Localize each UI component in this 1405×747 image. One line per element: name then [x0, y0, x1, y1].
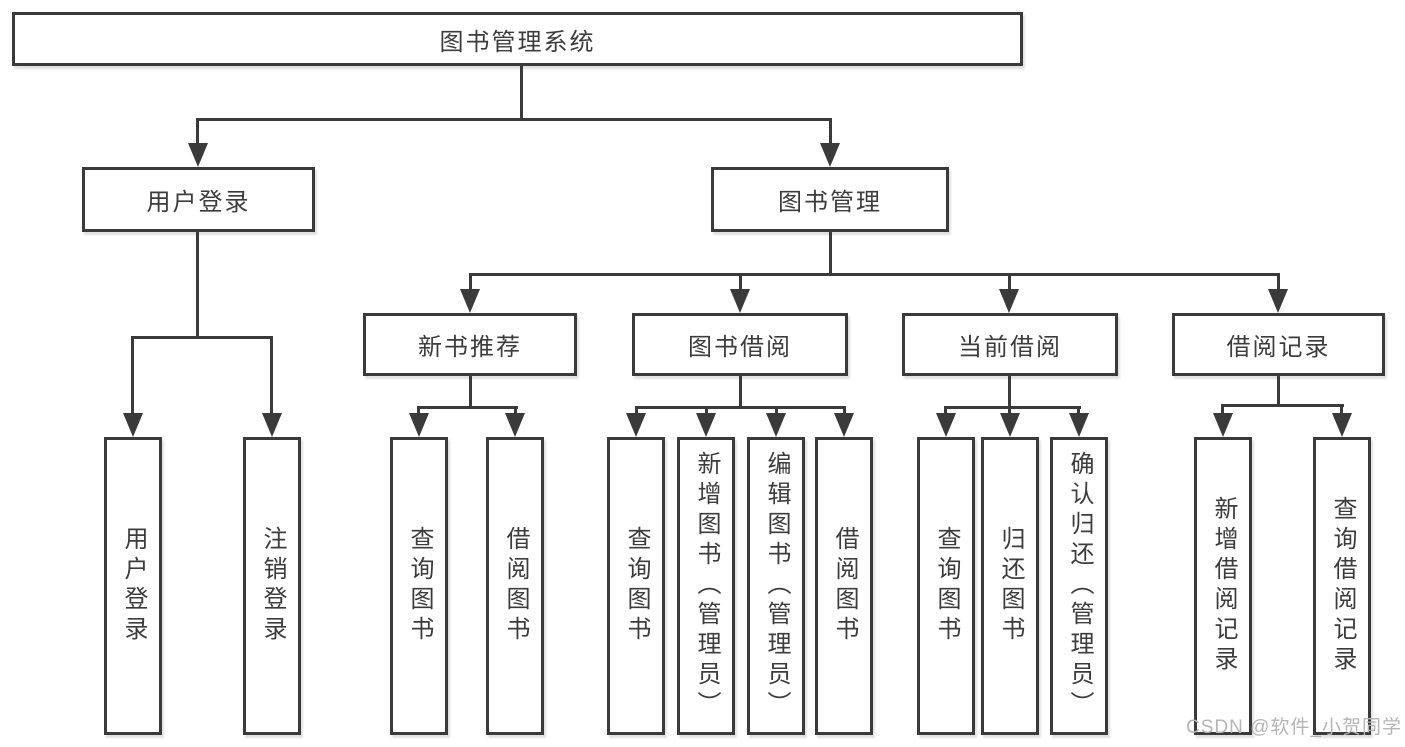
leaf-label: 用户登录: [120, 526, 147, 646]
node-book-borrow: 图书借阅: [632, 313, 848, 376]
arrow-down-icon: [626, 413, 646, 437]
connector-drop: [739, 273, 742, 293]
connector-drop: [1221, 404, 1224, 418]
arrow-down-icon: [999, 289, 1019, 313]
connector-drop: [1077, 406, 1080, 418]
connector-book-mgmt-bar: [469, 273, 1280, 276]
connector-drop: [417, 406, 420, 418]
connector-bar: [944, 406, 1081, 409]
arrow-down-icon: [1069, 413, 1089, 437]
leaf-label: 查询图书: [623, 526, 650, 646]
leaf-query-books-current: 查询图书: [917, 437, 975, 735]
connector-stem: [469, 374, 472, 408]
leaf-label: 查询图书: [406, 526, 433, 646]
connector-drop: [514, 406, 517, 418]
connector-drop: [635, 406, 638, 418]
leaf-logout: 注销登录: [243, 437, 301, 735]
arrow-down-icon: [409, 413, 429, 437]
leaf-query-borrow-record: 查询借阅记录: [1313, 437, 1371, 735]
leaf-label: 查询图书: [933, 526, 960, 646]
leaf-add-borrow-record: 新增借阅记录: [1194, 437, 1252, 735]
leaf-query-books-borrow: 查询图书: [607, 437, 665, 735]
arrow-down-icon: [820, 143, 840, 167]
leaf-add-books-admin: 新增图书（管理员）: [677, 437, 735, 735]
arrow-down-icon: [123, 413, 143, 437]
leaf-label: 注销登录: [259, 526, 286, 646]
arrow-down-icon: [696, 413, 716, 437]
connector-drop: [775, 406, 778, 418]
leaf-user-login: 用户登录: [104, 437, 162, 735]
leaf-query-books-recommend: 查询图书: [390, 437, 448, 735]
node-user-login-label: 用户登录: [146, 189, 251, 216]
leaf-borrow-books: 借阅图书: [815, 437, 873, 735]
arrow-down-icon: [730, 289, 750, 313]
connector-drop: [1340, 404, 1343, 418]
connector-drop: [1008, 406, 1011, 418]
node-new-book-recommend: 新书推荐: [363, 313, 577, 376]
arrow-down-icon: [188, 143, 208, 167]
node-label: 图书借阅: [688, 334, 792, 361]
node-user-login: 用户登录: [82, 167, 315, 232]
node-label: 借阅记录: [1226, 334, 1331, 361]
connector-bar: [1221, 404, 1344, 407]
node-label: 当前借阅: [958, 334, 1062, 361]
leaf-label: 新增借阅记录: [1210, 496, 1237, 676]
connector-stem: [1008, 374, 1011, 408]
arrow-down-icon: [262, 413, 282, 437]
arrow-down-icon: [460, 289, 480, 313]
connector-stem: [739, 374, 742, 408]
connector-drop: [131, 336, 134, 416]
leaf-borrow-books-recommend: 借阅图书: [486, 437, 544, 735]
leaf-edit-books-admin: 编辑图书（管理员）: [747, 437, 805, 735]
node-current-borrow: 当前借阅: [902, 313, 1118, 376]
connector-drop: [843, 406, 846, 418]
connector-root-stem: [520, 64, 523, 120]
connector-user-login-stem: [196, 230, 199, 338]
arrow-down-icon: [1000, 413, 1020, 437]
connector-drop-book-mgmt: [829, 118, 832, 148]
connector-drop-user-login: [196, 118, 199, 148]
leaf-label: 借阅图书: [502, 526, 529, 646]
leaf-label: 归还图书: [997, 526, 1024, 646]
leaf-label: 新增图书（管理员）: [693, 451, 720, 721]
leaf-return-books: 归还图书: [981, 437, 1039, 735]
connector-drop: [1277, 273, 1280, 293]
csdn-watermark: CSDN @软件_小贺同学: [1186, 717, 1402, 738]
node-book-mgmt-label: 图书管理: [778, 189, 882, 216]
connector-user-login-bar: [131, 336, 273, 339]
node-borrow-records: 借阅记录: [1172, 313, 1385, 376]
arrow-down-icon: [1332, 413, 1352, 437]
arrow-down-icon: [766, 413, 786, 437]
connector-drop: [944, 406, 947, 418]
arrow-down-icon: [1268, 289, 1288, 313]
leaf-label: 借阅图书: [831, 526, 858, 646]
connector-book-mgmt-stem: [829, 230, 832, 275]
leaf-confirm-return-admin: 确认归还（管理员）: [1050, 437, 1108, 735]
node-book-mgmt: 图书管理: [711, 167, 949, 232]
arrow-down-icon: [936, 413, 956, 437]
connector-drop: [705, 406, 708, 418]
node-label: 新书推荐: [418, 334, 522, 361]
node-root-label: 图书管理系统: [439, 28, 596, 56]
connector-bar: [417, 406, 518, 409]
leaf-label: 查询借阅记录: [1329, 496, 1356, 676]
leaf-label: 确认归还（管理员）: [1066, 451, 1093, 721]
connector-drop: [1008, 273, 1011, 293]
arrow-down-icon: [505, 413, 525, 437]
arrow-down-icon: [834, 413, 854, 437]
arrow-down-icon: [1213, 413, 1233, 437]
connector-drop: [469, 273, 472, 293]
connector-stem: [1277, 374, 1280, 406]
node-root: 图书管理系统: [12, 12, 1023, 66]
leaf-label: 编辑图书（管理员）: [763, 451, 790, 721]
connector-root-bar: [197, 118, 832, 121]
connector-drop: [270, 336, 273, 416]
connector-bar: [635, 406, 846, 409]
